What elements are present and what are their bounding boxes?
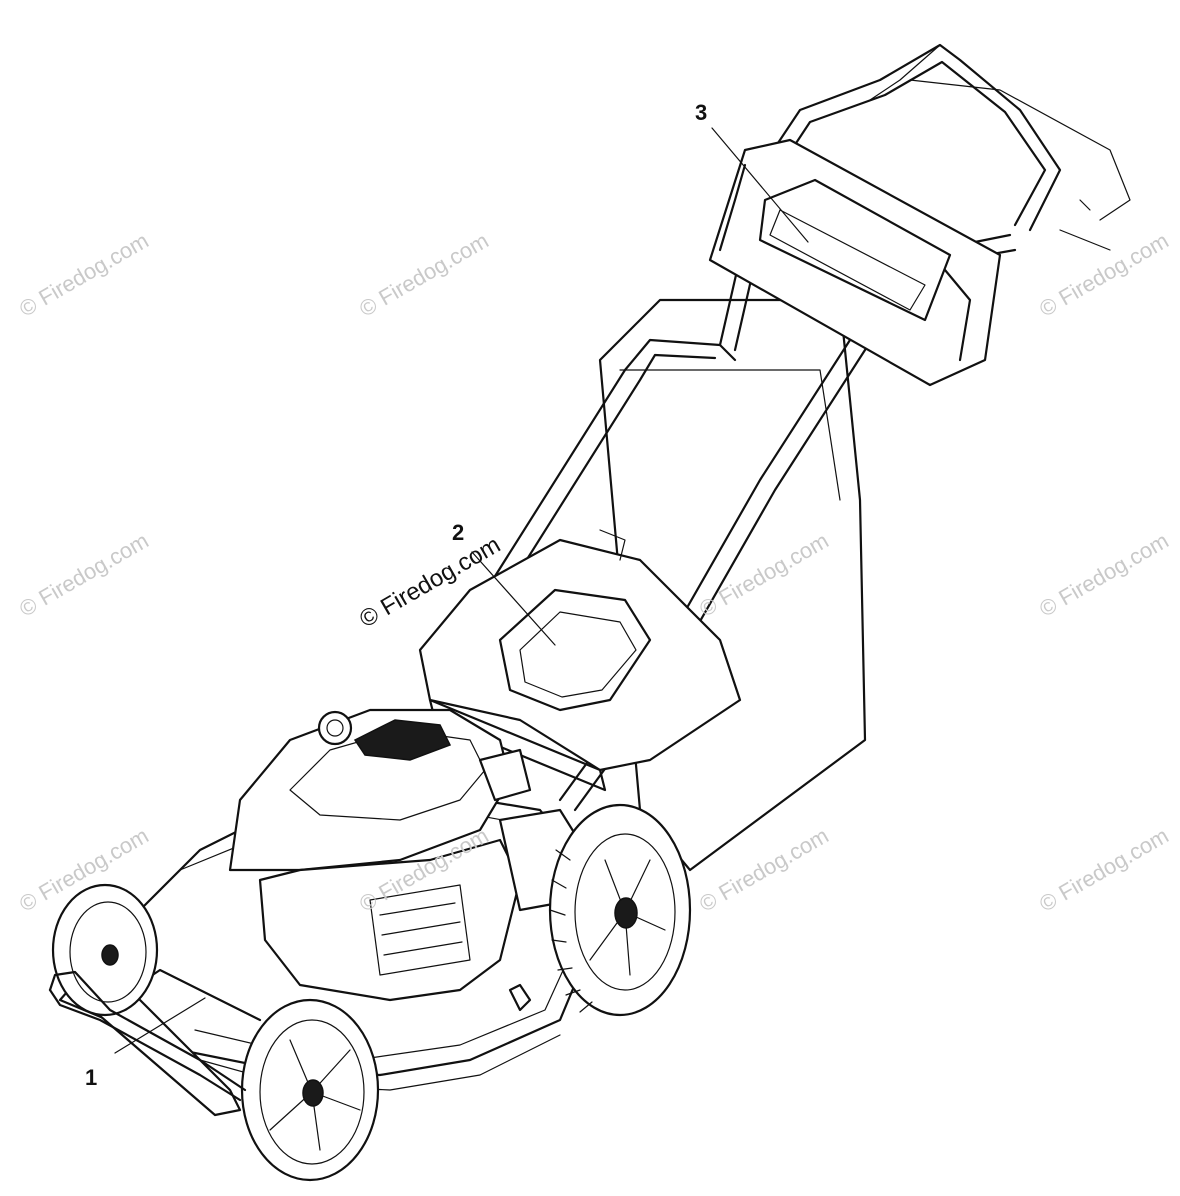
callout-1: 1 — [85, 1065, 98, 1090]
rear-drive-wheel — [548, 803, 692, 1017]
leader-line-1 — [114, 997, 206, 1054]
callout-3: 3 — [695, 100, 708, 125]
front-right-wheel — [240, 998, 380, 1182]
leader-line-2 — [471, 551, 556, 646]
handle-console — [708, 138, 1002, 387]
rear-deck — [418, 529, 742, 792]
callout-2: 2 — [452, 520, 465, 545]
front-bumper — [48, 970, 247, 1102]
front-left-wheel — [51, 883, 159, 1017]
leader-line-3 — [711, 127, 809, 243]
